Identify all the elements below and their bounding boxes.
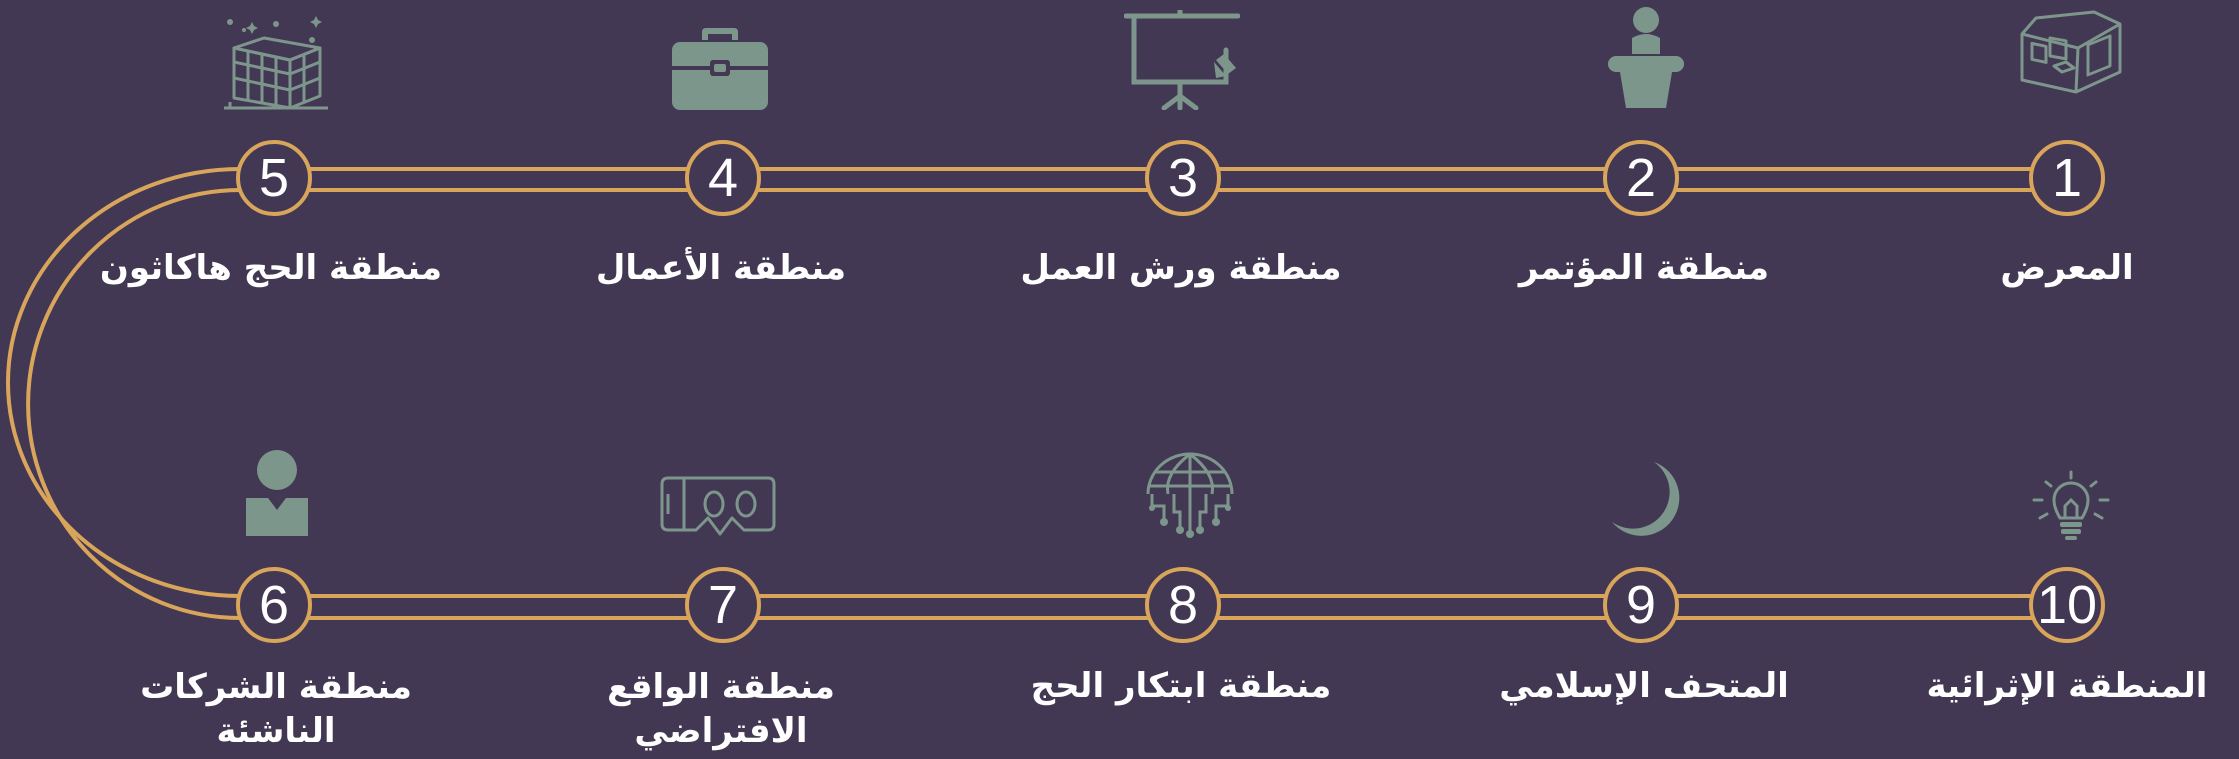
station-label: منطقة ابتكار الحج <box>1030 666 1332 706</box>
station-label: المتحف الإسلامي <box>1499 666 1789 706</box>
station-number: 4 <box>685 140 761 216</box>
crescent-icon <box>1612 462 1680 536</box>
station-label: المنطقة الإثرائية <box>1926 666 2208 706</box>
station-number: 8 <box>1145 567 1221 643</box>
speaker-podium-icon <box>1608 7 1684 108</box>
station-number: 1 <box>2029 140 2105 216</box>
station-label: منطقة المؤتمر <box>1518 248 1770 288</box>
briefcase-icon <box>672 28 768 110</box>
station-number: 9 <box>1603 567 1679 643</box>
station-label: منطقة الحج هاكاثون <box>99 248 443 288</box>
station-label: منطقة الواقع الافتراضي <box>607 667 835 751</box>
digital-globe-icon <box>1146 452 1234 538</box>
station-label: منطقة ورش العمل <box>1020 248 1342 288</box>
station-label: منطقة الأعمال <box>595 248 847 288</box>
vr-headset-icon <box>660 476 776 536</box>
station-label: المعرض <box>2000 248 2134 288</box>
station-number: 2 <box>1603 140 1679 216</box>
exhibition-booth-icon <box>2020 10 2122 94</box>
station-number: 10 <box>2029 567 2105 643</box>
person-icon <box>246 450 308 536</box>
station-number: 7 <box>685 567 761 643</box>
presentation-board-icon <box>1124 10 1240 110</box>
station-number: 5 <box>236 140 312 216</box>
lightbulb-icon <box>2032 470 2110 540</box>
station-label: منطقة الشركات الناشئة <box>140 667 412 751</box>
station-number: 6 <box>236 567 312 643</box>
station-number: 3 <box>1145 140 1221 216</box>
kaaba-icon <box>224 16 328 110</box>
